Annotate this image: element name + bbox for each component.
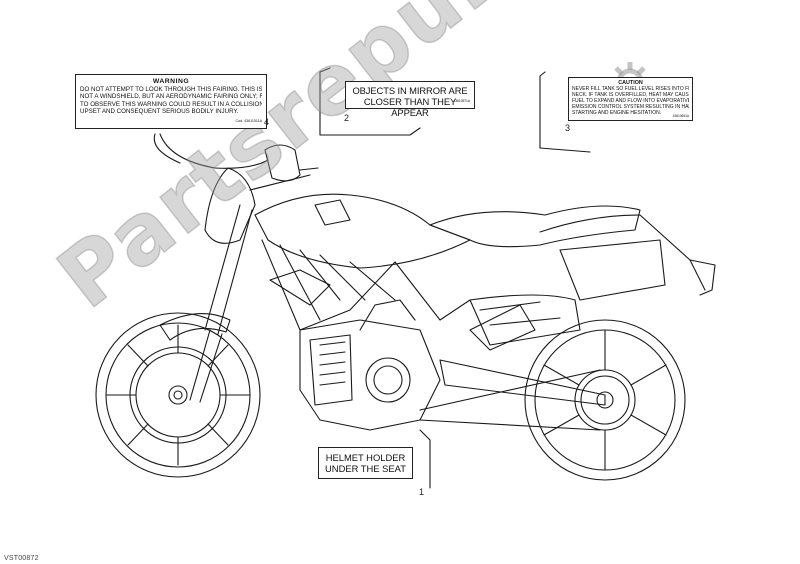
caution-label: CAUTION NEVER FILL TANK SO FUEL LEVEL RI…: [568, 77, 693, 121]
caution-line: NEVER FILL TANK SO FUEL LEVEL RISES INTO…: [572, 86, 689, 92]
mirror-label: OBJECTS IN MIRROR ARE CLOSER THAN THEY A…: [345, 81, 475, 118]
mirror-line: CLOSER THAN THEY APPEAR: [363, 96, 457, 118]
mirror-code: 43610571A: [453, 99, 471, 103]
callout-number-2: 2: [344, 113, 350, 123]
drawing-code: VST00872: [4, 555, 39, 562]
helmet-holder-label: HELMET HOLDER UNDER THE SEAT: [318, 447, 413, 479]
seat-tail: [429, 205, 716, 301]
caution-code: 43610651A: [672, 114, 689, 118]
warning-line: NOT A WINDSHIELD, BUT AN AERODYNAMIC FAI…: [80, 93, 262, 101]
mirror-line: OBJECTS IN MIRROR ARE: [352, 85, 468, 96]
warning-label: WARNING DO NOT ATTEMPT TO LOOK THROUGH T…: [75, 74, 267, 129]
caution-line: STARTING AND ENGINE HESITATION.: [572, 110, 662, 116]
leader-lines: [153, 67, 591, 489]
caution-title: CAUTION: [618, 80, 643, 86]
callout-number-1: 1: [419, 487, 425, 497]
engine: [299, 299, 441, 431]
helmet-line: UNDER THE SEAT: [325, 463, 406, 474]
warning-line: TO OBSERVE THIS WARNING COULD RESULT IN …: [80, 100, 262, 108]
swingarm-exhaust: [419, 294, 606, 431]
front-wheel: [95, 312, 261, 478]
warning-code: Cod. 43611511A: [235, 119, 262, 124]
tank-frame: [254, 193, 471, 331]
callout-number-4: 4: [264, 117, 270, 127]
helmet-line: HELMET HOLDER: [325, 452, 406, 463]
caution-line: NECK. IF TANK IS OVERFILLED, HEAT MAY CA…: [572, 92, 689, 98]
front-end: [159, 144, 319, 403]
caution-line: EMISSION CONTROL SYSTEM RESULTING IN HAR…: [572, 104, 689, 110]
warning-line: DO NOT ATTEMPT TO LOOK THROUGH THIS FAIR…: [80, 85, 262, 93]
callout-number-3: 3: [565, 123, 571, 133]
caution-line: FUEL TO EXPAND AND FLOW INTO EVAPORATIVE: [572, 98, 689, 104]
rear-wheel: [524, 319, 686, 481]
warning-title: WARNING: [152, 78, 190, 85]
warning-line: UPSET AND CONSEQUENT SERIOUS BODILY INJU…: [80, 108, 239, 116]
